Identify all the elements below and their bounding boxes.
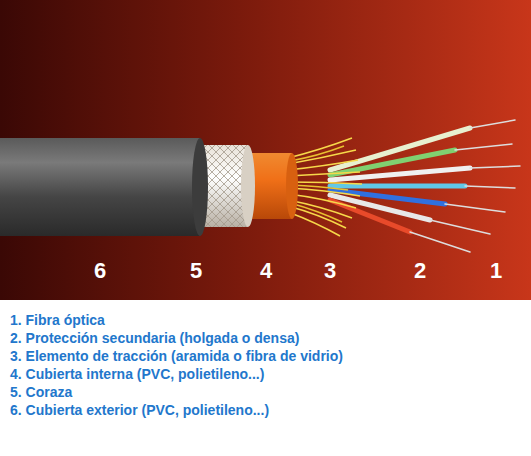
legend-item: 1. Fibra óptica: [10, 312, 105, 328]
legend-item: 2. Protección secundaria (holgada o dens…: [10, 330, 299, 346]
callout-number: 3: [324, 258, 336, 284]
callout-number: 1: [490, 258, 502, 284]
outer-jacket: [0, 138, 200, 236]
outer-jacket-end: [192, 138, 208, 236]
legend-item: 5. Coraza: [10, 384, 72, 400]
legend-item: 3. Elemento de tracción (aramida o fibra…: [10, 348, 343, 364]
legend-item: 4. Cubierta interna (PVC, polietileno...…: [10, 366, 264, 382]
fibers: [330, 120, 520, 252]
inner-jacket-end: [286, 153, 298, 219]
legend-item: 6. Cubierta exterior (PVC, polietileno..…: [10, 402, 269, 418]
braid-end: [241, 145, 255, 227]
callout-number: 4: [260, 258, 272, 284]
background: [0, 0, 531, 300]
callout-number: 2: [414, 258, 426, 284]
callout-number: 5: [190, 258, 202, 284]
aramid-yarn: [288, 138, 362, 236]
callout-number: 6: [94, 258, 106, 284]
